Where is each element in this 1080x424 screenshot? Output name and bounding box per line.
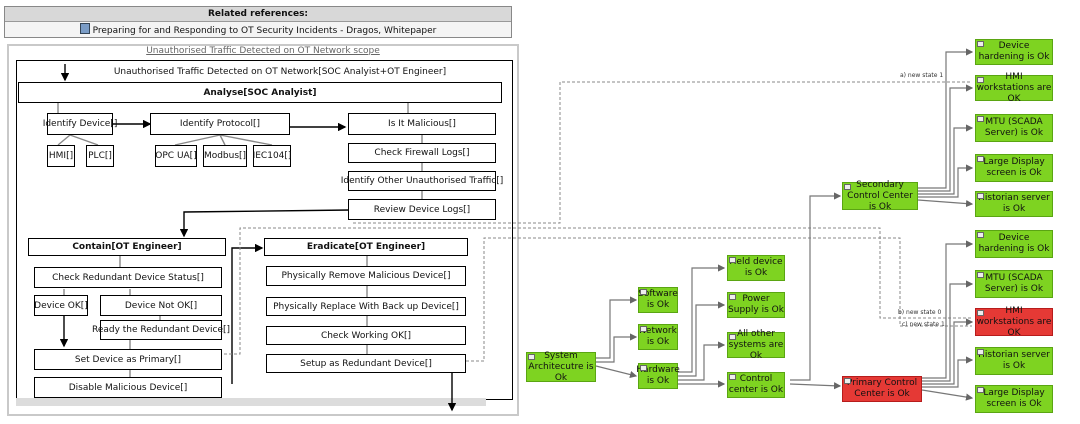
device-ok-step[interactable]: Device OK[] [34, 295, 88, 316]
goal-s-device-hardening[interactable]: Device hardening is Ok [975, 39, 1053, 65]
edge-label-c: c) new state 1 [902, 321, 945, 328]
eradicate-phase[interactable]: Eradicate[OT Engineer] [264, 238, 468, 256]
analyse-phase[interactable]: Analyse[SOC Analyist] [18, 82, 502, 103]
set-primary-step[interactable]: Set Device as Primary[] [34, 349, 222, 370]
goal-p-historian[interactable]: Historian server is Ok [975, 347, 1053, 375]
scope-title[interactable]: Unauthorised Traffic Detected on OT Netw… [146, 46, 380, 56]
iec104-step[interactable]: IEC104[] [253, 145, 291, 167]
modbus-step[interactable]: Modbus[] [203, 145, 247, 167]
process-title[interactable]: Unauthorised Traffic Detected on OT Netw… [113, 67, 447, 77]
goal-secondary-control-center[interactable]: Secondary Control Center is Ok [842, 180, 918, 212]
check-redundant-step[interactable]: Check Redundant Device Status[] [34, 267, 222, 288]
goal-s-hmi-workstations[interactable]: HMI workstations are OK [975, 71, 1053, 104]
plc-step[interactable]: PLC[] [86, 145, 114, 167]
edge-label-b: b) new state 0 [898, 309, 942, 316]
opc-ua-step[interactable]: OPC UA[] [155, 145, 197, 167]
goal-control-center[interactable]: Control center is Ok [727, 372, 785, 398]
goal-other-systems[interactable]: All other systems are Ok [727, 328, 785, 361]
hmi-step[interactable]: HMI[] [47, 145, 75, 167]
reference-item[interactable]: Preparing for and Responding to OT Secur… [5, 23, 511, 38]
references-header: Related references: [5, 7, 511, 22]
identify-device-step[interactable]: Identify Device[] [43, 113, 117, 135]
references-panel: Related references: Preparing for and Re… [4, 6, 512, 38]
setup-redundant-step[interactable]: Setup as Redundant Device[] [266, 354, 466, 373]
replace-device-step[interactable]: Physically Replace With Back up Device[] [266, 297, 466, 316]
contain-phase[interactable]: Contain[OT Engineer] [28, 238, 226, 256]
disable-device-step[interactable]: Disable Malicious Device[] [34, 377, 222, 398]
goal-s-large-display[interactable]: Large Display screen is Ok [975, 154, 1053, 182]
goal-p-large-display[interactable]: Large Display screen is Ok [975, 385, 1053, 413]
goal-s-historian[interactable]: Historian server is Ok [975, 191, 1053, 217]
goal-primary-control-center[interactable]: Primary Control Center is Ok [842, 376, 922, 402]
goal-software[interactable]: Software is Ok [638, 287, 678, 313]
document-icon [79, 23, 90, 34]
check-working-step[interactable]: Check Working OK[] [266, 326, 466, 345]
other-traffic-step[interactable]: Identify Other Unauthorised Traffic[] [341, 171, 503, 191]
goal-hardware[interactable]: Hardware is Ok [636, 363, 680, 389]
remove-device-step[interactable]: Physically Remove Malicious Device[] [266, 266, 466, 286]
edge-label-a: a) new state 1 [900, 72, 944, 79]
reference-label: Preparing for and Responding to OT Secur… [92, 26, 437, 36]
device-logs-step[interactable]: Review Device Logs[] [348, 199, 496, 220]
goal-system-architecture[interactable]: System Architecutre is Ok [526, 351, 596, 383]
firewall-logs-step[interactable]: Check Firewall Logs[] [348, 143, 496, 163]
goal-p-mtu[interactable]: MTU (SCADA Server) is Ok [975, 270, 1053, 298]
goal-network[interactable]: Network is Ok [638, 324, 678, 350]
identify-protocol-step[interactable]: Identify Protocol[] [150, 113, 290, 135]
goal-p-device-hardening[interactable]: Device hardening is Ok [975, 230, 1053, 258]
goal-field-device[interactable]: Field device is Ok [727, 255, 785, 281]
ready-redundant-step[interactable]: Ready the Redundant Device[] [92, 320, 230, 340]
device-not-ok-step[interactable]: Device Not OK[] [100, 295, 222, 316]
goal-s-mtu[interactable]: MTU (SCADA Server) is Ok [975, 114, 1053, 142]
goal-power-supply[interactable]: Power Supply is Ok [727, 292, 785, 318]
is-malicious-step[interactable]: Is It Malicious[] [348, 113, 496, 135]
horizontal-scrollbar[interactable] [16, 398, 486, 406]
goal-p-hmi-workstations[interactable]: HMI workstations are OK [975, 305, 1053, 338]
